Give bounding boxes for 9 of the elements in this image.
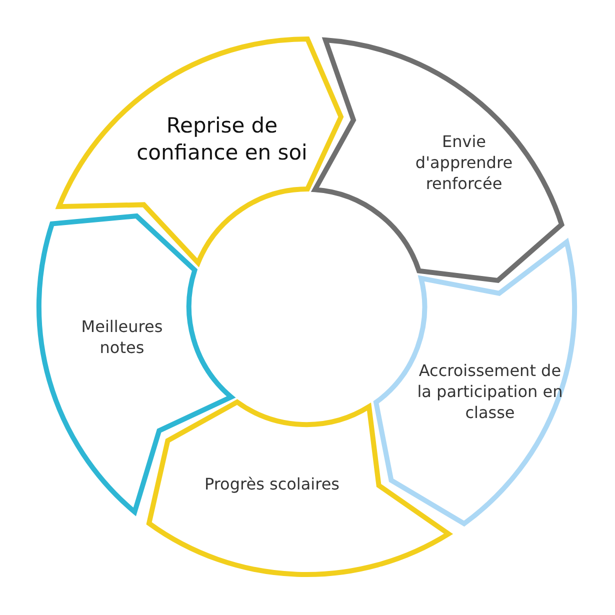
cycle-segment [56,36,344,266]
cycle-segment [373,239,578,527]
segment-label: Envie d'apprendre renforcée [414,132,514,194]
segment-label: Progrès scolaires [203,474,341,496]
cycle-segment [312,36,565,284]
segment-label: Reprise de confiance en soi [136,112,308,167]
cycle-segment [146,399,452,578]
segment-label: Accroissement de la participation en classe [416,360,564,424]
segment-label: Meilleures notes [80,317,164,359]
